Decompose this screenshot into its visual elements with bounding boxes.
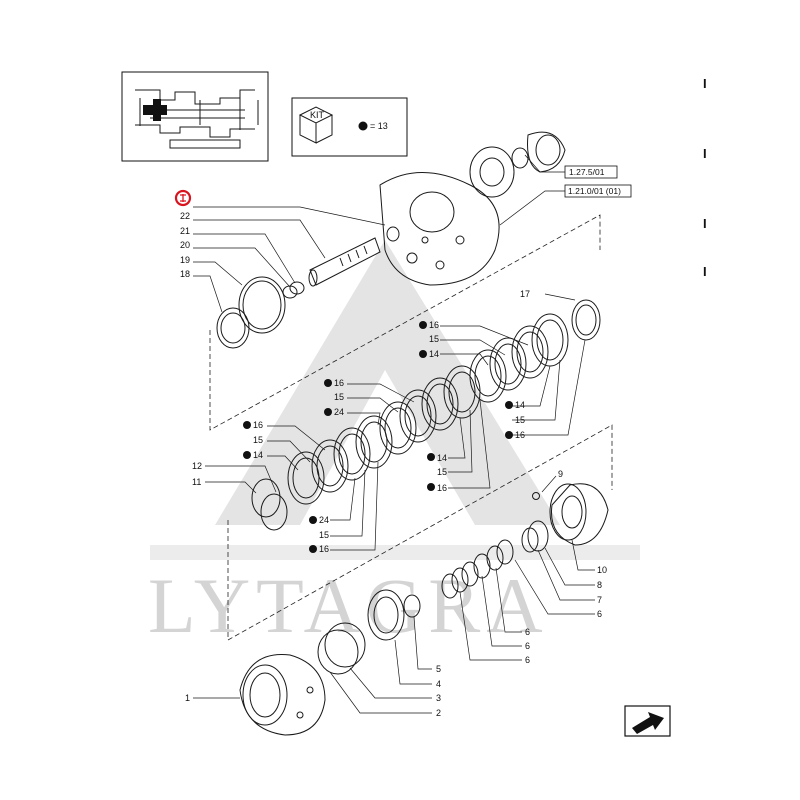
- callout-6: 6: [525, 641, 530, 651]
- dashed-axes: [209, 214, 613, 641]
- callout-16: 16: [253, 420, 263, 430]
- callout-6: 6: [597, 609, 602, 619]
- callout-15: 15: [429, 334, 439, 344]
- callout-10: 10: [597, 565, 607, 575]
- leader-lines: [193, 206, 595, 714]
- callout-labels: 22 21 20 19 18 17 16 15 14 16 15 24 16 1…: [180, 211, 607, 718]
- callout-24: 24: [319, 515, 329, 525]
- callout-3: 3: [436, 693, 441, 703]
- callout-15: 15: [515, 415, 525, 425]
- callout-17: 17: [520, 289, 530, 299]
- callout-16: 16: [334, 378, 344, 388]
- callout-20: 20: [180, 240, 190, 250]
- watermark-text: LYTAGRA: [148, 562, 549, 649]
- dot-marker-icon: [419, 350, 427, 358]
- kit-label: KIT: [310, 110, 325, 120]
- kit-cube-icon: [298, 106, 334, 144]
- dot-marker-icon: [505, 401, 513, 409]
- reference-boxes[interactable]: 1.27.5/01 1.21.0/01 (01): [499, 154, 632, 226]
- callout-9: 9: [558, 469, 563, 479]
- callout-15: 15: [319, 530, 329, 540]
- dot-marker-icon: [243, 451, 251, 459]
- kit-box: KIT = 13: [291, 97, 408, 157]
- page-turn-arrow-icon[interactable]: [624, 705, 671, 737]
- callout-14: 14: [429, 349, 439, 359]
- housing-part: [379, 131, 566, 286]
- dot-marker-icon: [427, 453, 435, 461]
- dot-marker-icon: [505, 431, 513, 439]
- callout-21: 21: [180, 226, 190, 236]
- red-marker-icon: [180, 194, 186, 202]
- callout-12: 12: [192, 461, 202, 471]
- callout-18: 18: [180, 269, 190, 279]
- callout-14: 14: [437, 453, 447, 463]
- dot-marker-icon: [427, 483, 435, 491]
- callout-24: 24: [334, 407, 344, 417]
- callout-16: 16: [319, 544, 329, 554]
- callout-4: 4: [436, 679, 441, 689]
- ref-a: 1.27.5/01: [569, 167, 605, 177]
- dot-marker-icon: [358, 121, 368, 131]
- callout-1: 1: [185, 693, 190, 703]
- side-text-1: I: [703, 76, 707, 91]
- watermark: LYTAGRA: [148, 240, 640, 649]
- callout-16: 16: [515, 430, 525, 440]
- callout-14: 14: [253, 450, 263, 460]
- callout-19: 19: [180, 255, 190, 265]
- callout-15: 15: [253, 435, 263, 445]
- dot-marker-icon: [324, 408, 332, 416]
- dot-marker-icon: [309, 545, 317, 553]
- dot-marker-icon: [419, 321, 427, 329]
- callout-6: 6: [525, 627, 530, 637]
- side-text-2: I: [703, 146, 707, 161]
- ref-b: 1.21.0/01 (01): [568, 186, 621, 196]
- callout-15: 15: [437, 467, 447, 477]
- callout-11: 11: [192, 477, 201, 487]
- location-thumbnail[interactable]: [121, 71, 269, 162]
- shaft-assembly: [216, 226, 400, 349]
- dot-marker-icon: [309, 516, 317, 524]
- highlighted-section-icon: [143, 99, 167, 121]
- callout-15: 15: [334, 392, 344, 402]
- callout-14: 14: [515, 400, 525, 410]
- side-text-4: I: [703, 264, 707, 279]
- callout-5: 5: [436, 664, 441, 674]
- callout-22: 22: [180, 211, 190, 221]
- callout-8: 8: [597, 580, 602, 590]
- dot-marker-icon: [243, 421, 251, 429]
- side-text: I I I I: [703, 76, 707, 279]
- callout-2: 2: [436, 708, 441, 718]
- callout-7: 7: [597, 595, 602, 605]
- callout-6: 6: [525, 655, 530, 665]
- callout-16: 16: [437, 483, 447, 493]
- callout-16: 16: [429, 320, 439, 330]
- kit-note: = 13: [370, 121, 388, 131]
- side-text-3: I: [703, 216, 707, 231]
- clutch-disc-stack: [251, 299, 601, 531]
- red-marker[interactable]: [174, 189, 192, 207]
- dot-marker-icon: [324, 379, 332, 387]
